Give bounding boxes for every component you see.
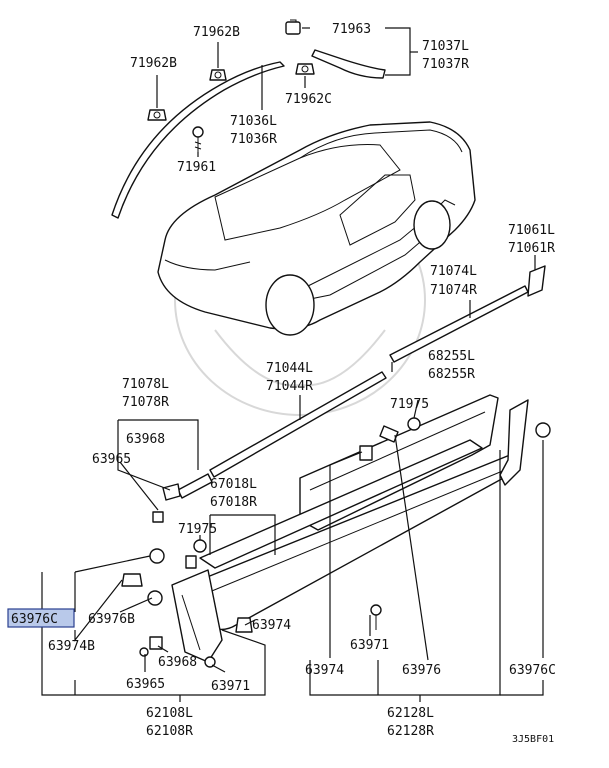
label-62108r: 62108R [146,724,193,739]
bolt-63965-upper-icon [152,511,164,523]
label-68255l: 68255L [428,349,475,364]
label-67018r: 67018R [210,495,257,510]
label-71975-upper: 71975 [390,397,429,412]
roof-moulding-71037 [311,49,386,79]
label-71961: 71961 [177,160,216,175]
sill-end-63976c [499,399,529,486]
label-63974b: 63974B [48,639,95,654]
label-71061l: 71061L [508,223,555,238]
label-71078l: 71078L [122,377,169,392]
clip-63974-left-icon [185,555,197,569]
label-63968-upper: 63968 [126,432,165,447]
label-71962b-upper: 71962B [193,25,240,40]
diagram-code: 3J5BF01 [512,734,554,745]
label-63968-lower: 63968 [158,655,197,670]
label-71044r: 71044R [266,379,313,394]
clip-71962b-lower-icon [147,109,167,121]
clip-71962c-icon [295,63,315,75]
label-71962b-lower: 71962B [130,56,177,71]
clip-63974-lower-icon [235,617,253,633]
label-63965-upper: 63965 [92,452,131,467]
screw-71961-icon [192,126,204,152]
moulding-71074 [389,285,529,363]
label-71074r: 71074R [430,283,477,298]
label-71078r: 71078R [122,395,169,410]
highlight-box [7,608,75,628]
label-63974-lower: 63974 [305,663,344,678]
clip-63976c-left-icon [149,548,165,564]
label-62108l: 62108L [146,706,193,721]
clip-71962b-upper-icon [209,69,227,81]
clip-63976b-icon [147,590,163,606]
part-labels: 71962B 71963 71037L 71037R 71962B 71036L… [11,22,556,745]
moulding-71044 [209,371,387,478]
label-67018l: 67018L [210,477,257,492]
screw-63971-lower-icon [204,656,216,668]
label-63976b: 63976B [88,612,135,627]
clip-63974b-icon [121,573,143,587]
screw-63971-mid-icon [370,604,382,630]
label-71963: 71963 [332,22,371,37]
clip-63974-upper-icon [359,445,373,461]
label-63974-left: 63974 [252,618,291,633]
label-63965-lower: 63965 [126,677,165,692]
leader-lines [41,27,544,702]
clip-63976c-right-icon [535,422,551,438]
label-71074l: 71074L [430,264,477,279]
label-71962c: 71962C [285,92,332,107]
bolt-63965-lower-icon [139,647,149,657]
label-71061r: 71061R [508,241,555,256]
clip-63968-upper-icon [162,483,181,501]
label-71037l: 71037L [422,39,469,54]
label-68255r: 68255R [428,367,475,382]
label-63971-mid: 63971 [350,638,389,653]
clip-71975-upper-icon [407,417,421,431]
label-71975-lower: 71975 [178,522,217,537]
mudguard-62108 [171,569,223,663]
label-71037r: 71037R [422,57,469,72]
moulding-71078 [177,473,213,499]
label-62128r: 62128R [387,724,434,739]
label-63971-lower: 63971 [211,679,250,694]
roof-moulding-71036 [111,61,285,219]
garnish-67018 [199,439,483,569]
label-63976: 63976 [402,663,441,678]
label-71036r: 71036R [230,132,277,147]
clip-71975-lower-icon [193,539,207,553]
clip-63976-icon [379,425,399,443]
label-63976c-right: 63976C [509,663,556,678]
moulding-71061 [527,265,546,297]
label-71044l: 71044L [266,361,313,376]
label-71036l: 71036L [230,114,277,129]
label-63976c-highlight: 63976C [11,612,58,627]
car-body [157,121,476,336]
clip-71963-icon [285,19,301,35]
label-62128l: 62128L [387,706,434,721]
